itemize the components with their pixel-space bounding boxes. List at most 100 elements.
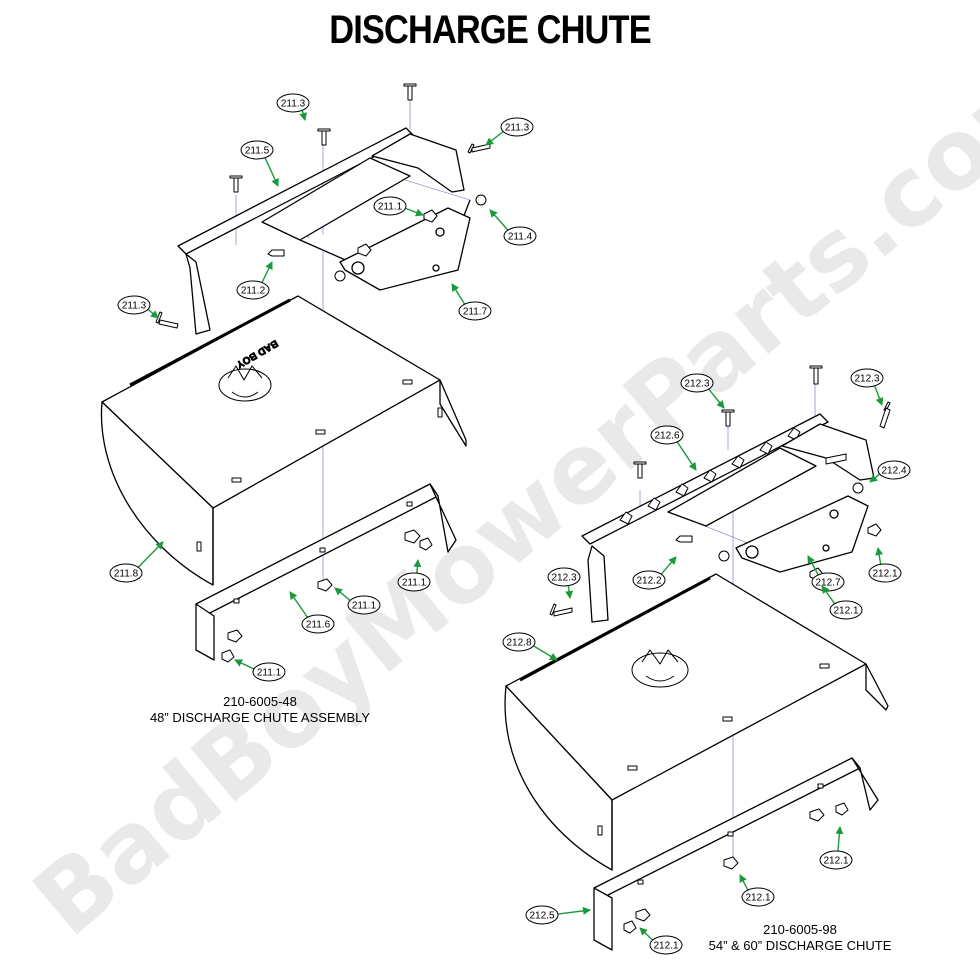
callout-label: 211.2 xyxy=(241,286,266,297)
callout-bubble xyxy=(868,563,902,583)
callout-bubble xyxy=(547,567,581,587)
callout-bubble xyxy=(680,373,714,393)
callout-label: 212.1 xyxy=(823,856,848,867)
callout-label: 211.6 xyxy=(306,620,331,631)
callout-label: 211.3 xyxy=(281,99,306,110)
assembly-48-caption: 210-6005-48 48” DISCHARGE CHUTE ASSEMBLY xyxy=(120,694,400,726)
assembly-48-description: 48” DISCHARGE CHUTE ASSEMBLY xyxy=(149,710,371,725)
bad-boy-logo xyxy=(631,649,689,688)
callout-bubble xyxy=(240,140,274,160)
callout-bubble xyxy=(850,368,884,388)
callout-leader-arrow xyxy=(533,645,558,661)
callout-211-3: 211.3 xyxy=(117,295,159,319)
callout-label: 212.1 xyxy=(872,569,897,580)
callout-bubble xyxy=(632,570,666,590)
callout-label: 212.7 xyxy=(815,578,840,589)
callout-leader-arrow xyxy=(137,541,164,568)
callout-bubble xyxy=(819,850,853,870)
callout-212-6: 212.6 xyxy=(650,425,697,471)
assembly-54-60-description: 54” & 60” DISCHARGE CHUTE xyxy=(708,938,892,953)
callout-211-8: 211.8 xyxy=(109,541,164,583)
callout-bubble xyxy=(347,595,381,615)
callout-leader-arrow xyxy=(739,874,749,891)
callout-leader-arrow xyxy=(639,927,654,941)
callout-bubble xyxy=(109,563,143,583)
callout-label: 212.3 xyxy=(684,379,709,390)
callout-leader-arrow xyxy=(874,385,884,406)
callout-211-6: 211.6 xyxy=(289,591,335,634)
callout-212-3: 212.3 xyxy=(680,373,725,409)
bad-boy-logo xyxy=(218,365,272,402)
callout-leader-arrow xyxy=(147,308,159,319)
callout-leader-arrow xyxy=(676,441,697,471)
callout-leader-arrow xyxy=(405,207,424,217)
callout-bubble xyxy=(252,662,286,682)
callout-label: 212.3 xyxy=(854,374,879,385)
callout-bubble xyxy=(503,226,537,246)
callout-leader-arrow xyxy=(557,906,591,915)
callout-bubble xyxy=(650,425,684,445)
callout-211-1: 211.1 xyxy=(397,559,431,592)
callout-leader-arrow xyxy=(875,547,884,565)
hinge-plate xyxy=(735,495,869,573)
callout-leader-arrow xyxy=(299,110,307,121)
callout-label: 211.4 xyxy=(508,232,533,243)
callout-leader-arrow xyxy=(835,826,844,852)
assembly-54-60-caption: 210-6005-98 54” & 60” DISCHARGE CHUTE xyxy=(660,922,940,954)
callout-212-3: 212.3 xyxy=(850,368,884,406)
callout-leader-arrow xyxy=(821,585,836,605)
callout-bubble xyxy=(649,935,683,955)
callout-label: 211.5 xyxy=(245,146,270,157)
callout-leader-arrow xyxy=(807,555,819,576)
callout-layer: 211.3 211.3 211.5 211.1 211.4 211.2 211.7 211.3… xyxy=(109,93,911,955)
callout-bubble xyxy=(741,887,775,907)
callout-leader-arrow xyxy=(485,130,504,146)
callout-bubble xyxy=(276,93,310,113)
callout-211-7: 211.7 xyxy=(451,283,492,321)
callout-leader-arrow xyxy=(708,388,725,409)
callout-label: 212.6 xyxy=(654,431,679,442)
callout-212-1: 212.1 xyxy=(639,927,683,955)
callout-bubble xyxy=(117,295,151,315)
callout-212-4: 212.4 xyxy=(869,460,911,483)
assembly-48-drawing: BAD BOY xyxy=(100,83,491,663)
callout-212-1: 212.1 xyxy=(739,874,775,907)
callout-212-8: 212.8 xyxy=(502,632,558,661)
callout-label: 212.5 xyxy=(529,911,554,922)
callout-label: 211.1 xyxy=(378,202,403,213)
callout-211-1: 211.1 xyxy=(234,659,286,682)
callout-label: 211.1 xyxy=(352,601,377,612)
assembly-48-part-number: 210-6005-48 xyxy=(223,694,297,709)
callout-label: 211.7 xyxy=(463,307,488,318)
callout-leader-arrow xyxy=(869,473,881,483)
callout-leader-arrow xyxy=(261,261,273,283)
assembly-54-60-drawing xyxy=(504,365,891,951)
callout-leader-arrow xyxy=(489,209,509,231)
callout-leader-arrow xyxy=(660,556,677,575)
page-title: DISCHARGE CHUTE xyxy=(329,8,651,52)
callout-211-3: 211.3 xyxy=(276,93,310,121)
callout-bubble xyxy=(502,632,536,652)
callout-label: 212.3 xyxy=(551,573,576,584)
callout-bubble xyxy=(301,614,335,634)
callout-bubble xyxy=(829,600,863,620)
assembly-54-60-part-number: 210-6005-98 xyxy=(763,922,837,937)
callout-bubble xyxy=(373,196,407,216)
callout-leader-arrow xyxy=(289,591,309,618)
callout-212-1: 212.1 xyxy=(868,547,902,583)
callout-211-5: 211.5 xyxy=(240,140,279,187)
callout-211-2: 211.2 xyxy=(236,261,273,300)
callout-212-1: 212.1 xyxy=(821,585,863,620)
callout-212-5: 212.5 xyxy=(525,905,591,925)
callout-label: 212.2 xyxy=(636,576,661,587)
callout-leader-arrow xyxy=(264,157,279,187)
callout-leader-arrow xyxy=(565,585,574,599)
callout-label: 211.3 xyxy=(505,123,530,134)
callout-212-2: 212.2 xyxy=(632,556,677,590)
callout-bubble xyxy=(877,460,911,480)
callout-212-3: 212.3 xyxy=(547,567,581,599)
callout-label: 211.1 xyxy=(257,668,282,679)
callout-leader-arrow xyxy=(413,559,422,574)
